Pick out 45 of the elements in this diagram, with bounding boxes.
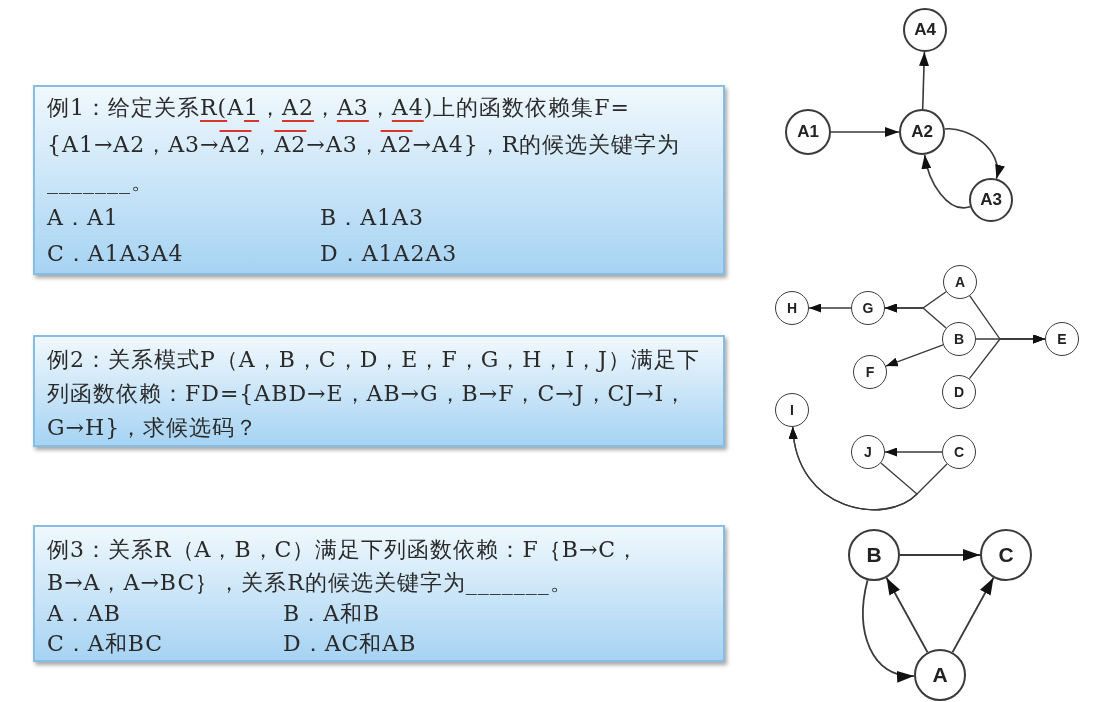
arrow: [789, 426, 918, 511]
graph-node: G: [851, 291, 885, 325]
arrow: [884, 447, 943, 457]
graph-node: B: [848, 529, 900, 581]
graph-node: A1: [785, 109, 831, 155]
graph-node: A4: [903, 8, 947, 52]
graph-node: E: [1045, 322, 1079, 356]
answer-option: A．A1: [47, 200, 119, 236]
question-card: [33, 525, 725, 662]
arrow: [884, 303, 947, 329]
answer-option: A．AB: [47, 599, 121, 629]
graph-node: A: [943, 265, 977, 299]
answer-option: B．A1A3: [320, 200, 424, 236]
question-text: 例3：关系R（A，B，C）满足下列函数依赖：F｛B→C，B→A，A→BC｝，关系R的候选关键字为_______。: [47, 536, 641, 597]
graph-node: C: [980, 529, 1032, 581]
graph-node: H: [775, 291, 809, 325]
arrow: [921, 154, 971, 209]
graph-node: A: [914, 649, 966, 701]
answer-option: C．A和BC: [47, 629, 164, 659]
graph-node: J: [851, 435, 885, 469]
arrow: [808, 303, 852, 313]
arrow: [951, 576, 995, 654]
question-card: [33, 335, 725, 447]
graph-node: D: [942, 375, 976, 409]
graph-node: A2: [899, 109, 945, 155]
graph-node: B: [942, 322, 976, 356]
arrow: [885, 576, 929, 654]
arrow: [968, 334, 1046, 380]
graph-node: C: [942, 435, 976, 469]
answer-option: D．AC和AB: [283, 629, 417, 659]
answer-option: C．A1A3A4: [47, 236, 184, 272]
arrow: [919, 51, 930, 110]
arrow: [899, 549, 981, 561]
arrow: [944, 128, 1003, 180]
answer-option: D．A1A2A3: [320, 236, 458, 272]
question-text: 例1：给定关系R(A1，A2，A3，A4)上的函数依赖集F={A1→A2，A3→A2，A2→A3，A2→A4}，R的候选关键字为_______。: [47, 94, 682, 196]
arrow: [885, 344, 944, 368]
graph-node: I: [775, 393, 809, 427]
question-text: 例2：关系模式P（A，B，C，D，E，F，G，H，I，J）满足下列函数依赖：FD={ABD→E，AB→G，B→F，C→J，CJ→I，G→H}，求候选码？: [47, 346, 701, 442]
arrow: [862, 579, 915, 682]
question-card: [33, 85, 725, 275]
answer-option: B．A和B: [283, 599, 381, 629]
arrow: [830, 127, 900, 137]
graph-node: F: [853, 355, 887, 389]
graph-node: A3: [969, 178, 1013, 222]
